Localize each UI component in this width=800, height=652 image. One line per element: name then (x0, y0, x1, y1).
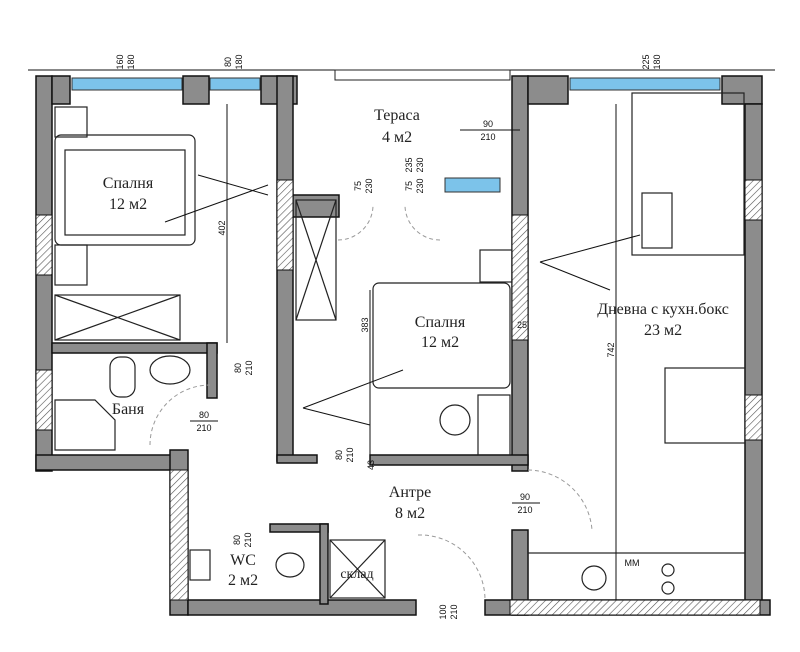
svg-text:80: 80 (334, 450, 344, 460)
svg-text:100: 100 (438, 604, 448, 619)
room-name-bedroom-2: Спалня (415, 314, 466, 331)
room-name-living: Дневна с кухн.бокс (597, 301, 729, 318)
svg-text:90: 90 (483, 119, 493, 129)
svg-text:80: 80 (232, 535, 242, 545)
room-name-bedroom-1: Спалня (103, 175, 154, 192)
svg-text:210: 210 (480, 132, 495, 142)
svg-text:80: 80 (199, 410, 209, 420)
svg-text:160: 160 (115, 54, 125, 69)
svg-text:230: 230 (415, 157, 425, 172)
svg-text:180: 180 (126, 54, 136, 69)
room-area-wc: 2 м2 (228, 572, 258, 589)
svg-text:210: 210 (244, 360, 254, 375)
furniture (54, 92, 746, 601)
svg-text:210: 210 (243, 532, 253, 547)
svg-text:180: 180 (234, 54, 244, 69)
door-swings (149, 204, 593, 601)
svg-text:383: 383 (360, 317, 370, 332)
pointer-lines (164, 104, 641, 600)
length-dimensions: 402 383 742 25 43 (217, 220, 616, 470)
svg-text:210: 210 (449, 604, 459, 619)
svg-text:75: 75 (353, 181, 363, 191)
windows (71, 69, 721, 193)
window-dimensions: 160 180 80 180 225 180 235 230 75 230 75… (115, 54, 662, 193)
room-area-bedroom-2: 12 м2 (421, 334, 459, 351)
svg-text:742: 742 (606, 342, 616, 357)
svg-text:80: 80 (233, 363, 243, 373)
room-name-storage: склад (340, 567, 373, 582)
room-area-living: 23 м2 (644, 322, 682, 339)
svg-text:235: 235 (404, 157, 414, 172)
svg-text:230: 230 (415, 178, 425, 193)
door-dimensions: 90 210 80 210 80 210 80 210 90 210 80 21… (190, 119, 540, 620)
room-name-wc: WC (230, 552, 256, 569)
room-name-bathroom: Баня (112, 401, 145, 418)
room-area-terrace: 4 м2 (382, 129, 412, 146)
svg-text:230: 230 (364, 178, 374, 193)
svg-text:402: 402 (217, 220, 227, 235)
svg-text:25: 25 (517, 320, 527, 330)
walls (35, 75, 771, 616)
svg-text:225: 225 (641, 54, 651, 69)
svg-text:80: 80 (223, 57, 233, 67)
kitchen-appliance-label: ММ (625, 558, 640, 568)
room-area-hall: 8 м2 (395, 505, 425, 522)
room-area-bedroom-1: 12 м2 (109, 196, 147, 213)
svg-text:43: 43 (366, 460, 376, 470)
svg-text:90: 90 (520, 492, 530, 502)
svg-text:210: 210 (196, 423, 211, 433)
svg-text:210: 210 (517, 505, 532, 515)
room-name-hall: Антре (389, 484, 431, 501)
svg-text:75: 75 (404, 181, 414, 191)
svg-text:210: 210 (345, 447, 355, 462)
room-name-terrace: Тераса (374, 107, 420, 124)
svg-text:180: 180 (652, 54, 662, 69)
